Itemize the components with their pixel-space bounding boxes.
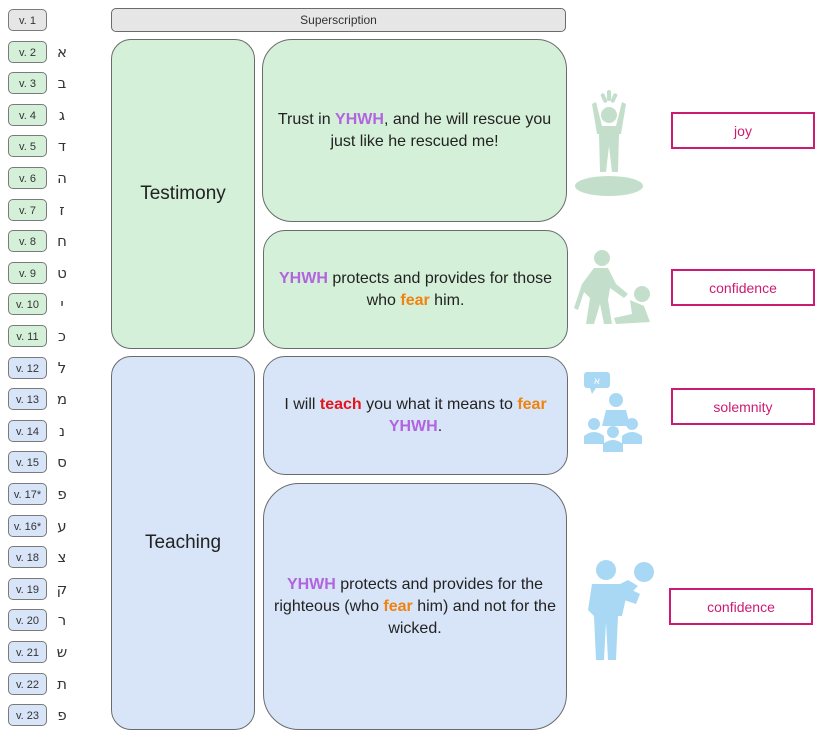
teacher-group-icon: א xyxy=(584,372,642,452)
verse-label: v. 23 xyxy=(8,704,47,726)
hebrew-letter: נ xyxy=(58,422,65,440)
helping-hand-icon xyxy=(574,250,650,324)
verse-label: v. 19 xyxy=(8,578,47,600)
verse-label: v. 4 xyxy=(8,104,47,126)
superscription-bar: Superscription xyxy=(111,8,566,32)
verse-label: v. 7 xyxy=(8,199,47,221)
verse-label: v. 13 xyxy=(8,388,47,410)
verse-label: v. 16* xyxy=(8,515,47,537)
hebrew-letter: ה xyxy=(57,169,67,187)
emotion-label-solemnity: solemnity xyxy=(671,388,815,425)
hebrew-letter: ס xyxy=(57,453,67,471)
message-box-2: YHWH protects and provides for those who… xyxy=(263,230,568,349)
verse-label: v. 15 xyxy=(8,451,47,473)
verse-label: v. 14 xyxy=(8,420,47,442)
hebrew-letter: ל xyxy=(57,359,67,377)
keyword-yhwh: YHWH xyxy=(278,269,328,287)
hebrew-letter: ט xyxy=(57,264,67,282)
hebrew-letter: ג xyxy=(58,106,66,124)
keyword-fear: fear xyxy=(383,597,413,615)
keyword-teach: teach xyxy=(319,395,362,413)
keyword-fear: fear xyxy=(400,291,430,309)
verse-label: v. 5 xyxy=(8,135,47,157)
keyword-yhwh: YHWH xyxy=(388,417,438,435)
verse-label: v. 2 xyxy=(8,41,47,63)
section-teaching: Teaching xyxy=(111,356,255,730)
emotion-label-joy: joy xyxy=(671,112,815,149)
superscription-label: Superscription xyxy=(300,13,377,27)
hebrew-letter: ז xyxy=(59,201,65,219)
message-box-1: Trust in YHWH, and he will rescue you ju… xyxy=(262,39,567,222)
section-label-teaching: Teaching xyxy=(144,532,222,553)
rejoicing-person-icon xyxy=(575,90,643,196)
hebrew-letter: א xyxy=(56,43,68,61)
hebrew-letter: ח xyxy=(57,232,67,250)
emotion-label-confidence-2: confidence xyxy=(669,588,813,625)
keyword-yhwh: YHWH xyxy=(286,575,336,593)
hebrew-letter: י xyxy=(60,295,64,313)
svg-text:א: א xyxy=(594,376,601,387)
section-label-testimony: Testimony xyxy=(140,183,226,204)
hebrew-letter: ש xyxy=(56,643,68,661)
message-text-4: YHWH protects and provides for the right… xyxy=(274,575,556,637)
message-text-1: Trust in YHWH, and he will rescue you ju… xyxy=(277,110,552,150)
hebrew-letter: כ xyxy=(58,327,66,345)
keyword-fear: fear xyxy=(517,395,547,413)
message-box-4: YHWH protects and provides for the right… xyxy=(263,483,567,730)
emotion-label-confidence: confidence xyxy=(671,269,815,306)
verse-label: v. 10 xyxy=(8,293,47,315)
keyword-yhwh: YHWH xyxy=(335,110,384,128)
hebrew-letter: מ xyxy=(56,390,68,408)
message-text-2: YHWH protects and provides for those who… xyxy=(278,269,552,309)
verse-label: v. 12 xyxy=(8,357,47,379)
verse-label: v. 3 xyxy=(8,72,47,94)
hebrew-letter: פ xyxy=(57,485,67,503)
verse-label: v. 9 xyxy=(8,262,47,284)
verse-label: v. 1 xyxy=(8,9,47,31)
carrying-person-icon xyxy=(588,560,654,660)
hebrew-letter: פ xyxy=(57,706,67,724)
verse-label: v. 11 xyxy=(8,325,47,347)
hebrew-letter: ע xyxy=(57,517,67,535)
verse-label: v. 8 xyxy=(8,230,47,252)
hebrew-letter: ד xyxy=(57,137,67,155)
verse-label: v. 6 xyxy=(8,167,47,189)
hebrew-letter: ר xyxy=(57,611,67,629)
hebrew-letter: ק xyxy=(56,580,68,598)
hebrew-letter: ב xyxy=(57,74,67,92)
verse-label: v. 18 xyxy=(8,546,47,568)
hebrew-letter: ת xyxy=(57,675,67,693)
verse-label: v. 21 xyxy=(8,641,47,663)
verse-label: v. 20 xyxy=(8,609,47,631)
verse-label: v. 17* xyxy=(8,483,47,505)
verse-label: v. 22 xyxy=(8,673,47,695)
hebrew-letter: צ xyxy=(57,548,67,566)
section-testimony: Testimony xyxy=(111,39,255,349)
